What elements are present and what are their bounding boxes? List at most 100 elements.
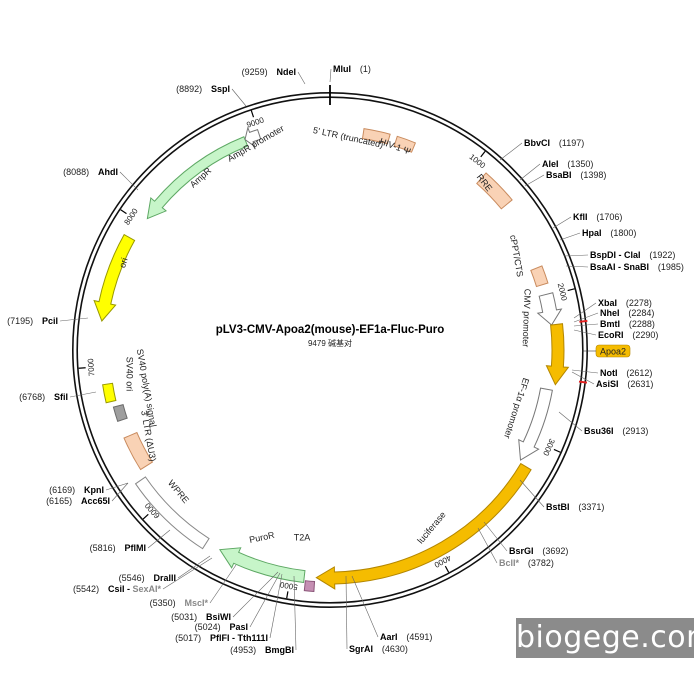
site-leader	[111, 482, 129, 502]
site-leader	[573, 302, 597, 319]
site-name: BmgBI	[265, 645, 294, 655]
site-label: (5031) BsiWI	[171, 607, 231, 624]
site-name: KpnI	[84, 485, 104, 495]
site-position: (1800)	[610, 228, 636, 238]
site-label: (5542) CsiI - SexAI*	[73, 579, 161, 596]
backbone-layer	[71, 85, 589, 609]
tick-label: 7000	[86, 358, 96, 377]
site-leader	[345, 575, 348, 650]
site-leader	[499, 142, 523, 161]
site-position: (1197)	[559, 138, 584, 148]
site-bsu36i[interactable]: Bsu36I (2913)	[558, 411, 648, 438]
site-name: AhdI	[98, 167, 118, 177]
site-mlui[interactable]: MluI (1)	[329, 59, 371, 83]
site-position: (6169)	[49, 485, 75, 495]
site-sfii[interactable]: (6768) SfiI	[19, 387, 97, 404]
site-label: MluI (1)	[333, 59, 371, 76]
site-leader	[563, 254, 589, 257]
site-asisi[interactable]: AsiSI (2631)	[571, 371, 653, 391]
site-name: SspI	[211, 84, 230, 94]
site-pcii[interactable]: (7195) PciI	[7, 311, 89, 328]
site-leader	[231, 88, 247, 107]
site-position: (9259)	[242, 67, 268, 77]
feature-label-cmv: CMV promoter	[521, 289, 533, 348]
site-sgrai[interactable]: SgrAI (4630)	[345, 575, 408, 656]
site-bbvci[interactable]: BbvCI (1197)	[499, 133, 584, 161]
site-position: (2278)	[626, 298, 652, 308]
insert-marker-0	[579, 319, 588, 323]
site-name: CsiI -	[108, 584, 133, 594]
site-bcli[interactable]: BclI* (3782)	[477, 527, 554, 570]
feature-ampprom	[244, 125, 262, 148]
site-leader	[477, 527, 498, 564]
site-bstbi[interactable]: BstBI (3371)	[519, 479, 604, 514]
backbone-inner-circle	[76, 96, 584, 604]
site-leader	[162, 557, 213, 590]
site-bsiwi[interactable]: (5031) BsiWI	[171, 571, 279, 624]
site-label: SgrAI (4630)	[349, 639, 408, 656]
site-ahdi[interactable]: (8088) AhdI	[63, 162, 139, 191]
tick-label: 2000	[556, 282, 569, 302]
site-ecori[interactable]: EcoRI (2290)	[573, 325, 658, 342]
tick-label: 9000	[245, 115, 265, 129]
site-leader	[249, 572, 281, 628]
tick-label: 8000	[122, 206, 140, 226]
feature-ef1a	[518, 387, 553, 461]
site-pflmi[interactable]: (5816) PflMI	[90, 529, 171, 555]
site-sspi[interactable]: (8892) SspI	[176, 79, 247, 107]
feature-ampr	[146, 136, 249, 220]
site-hpai[interactable]: HpaI (1800)	[559, 223, 636, 241]
feature-label-luc: luciferase	[415, 510, 447, 546]
tick-mark	[567, 288, 575, 292]
site-label: BstBI (3371)	[546, 497, 604, 514]
site-alei[interactable]: AleI (1350)	[519, 154, 593, 181]
site-bsabi[interactable]: BsaBI (1398)	[524, 165, 606, 187]
site-pflfi-tth111i[interactable]: (5017) PflFI - Tth111I	[175, 573, 283, 645]
site-ndei[interactable]: (9259) NdeI	[242, 62, 306, 85]
site-bmti[interactable]: BmtI (2288)	[573, 314, 655, 331]
site-leader	[559, 232, 581, 241]
site-xbai[interactable]: XbaI (2278)	[573, 293, 652, 319]
site-name: BsaBI	[546, 170, 572, 180]
site-leader	[209, 564, 237, 604]
site-kpni[interactable]: (6169) KpnI	[49, 480, 129, 497]
site-bmgbi[interactable]: (4953) BmgBI	[230, 575, 297, 657]
site-name: BspDI - ClaI	[590, 250, 641, 260]
site-kfli[interactable]: KflI (1706)	[552, 207, 622, 229]
site-position: (3692)	[542, 546, 568, 556]
site-leader	[119, 171, 139, 191]
site-label: (5816) PflMI	[90, 538, 146, 555]
site-leader	[297, 71, 306, 85]
site-name: BbvCI	[524, 138, 550, 148]
site-draiii[interactable]: (5546) DraIII	[119, 555, 211, 585]
site-name: KflI	[573, 212, 588, 222]
site-label: AleI (1350)	[542, 154, 593, 171]
site-acc65i[interactable]: (6165) Acc65I	[46, 482, 129, 508]
feature-label-ltr5: 5' LTR (truncated)	[312, 125, 384, 150]
site-position: (5542)	[73, 584, 99, 594]
site-noti[interactable]: NotI (2612)	[571, 363, 652, 380]
site-position: (1922)	[649, 250, 675, 260]
site-label: (5350) MscI*	[150, 593, 209, 610]
feature-luc	[315, 462, 532, 590]
site-name: DraIII	[153, 573, 176, 583]
site-bsaai-snabi[interactable]: BsaAI - SnaBI (1985)	[565, 257, 684, 274]
feature-ori	[93, 233, 136, 322]
site-nhei[interactable]: NheI (2284)	[573, 303, 654, 323]
site-leader	[558, 411, 583, 432]
site-label: BmtI (2288)	[600, 314, 655, 331]
site-msci[interactable]: (5350) MscI*	[150, 564, 237, 610]
site-label: (5017) PflFI - Tth111I	[175, 628, 268, 645]
site-position: (7195)	[7, 316, 33, 326]
insert-marker-1	[578, 380, 588, 384]
site-bsrgi[interactable]: BsrGI (3692)	[483, 521, 568, 558]
site-bspdi-clai[interactable]: BspDI - ClaI (1922)	[563, 245, 675, 262]
site-label: BsaBI (1398)	[546, 165, 606, 182]
site-pasi[interactable]: (5024) PasI	[195, 572, 281, 634]
site-label: (8088) AhdI	[63, 162, 118, 179]
site-csii[interactable]: (5542) CsiI - SexAI*	[73, 557, 213, 596]
tick-mark	[78, 367, 86, 369]
site-aari[interactable]: AarI (4591)	[351, 575, 432, 644]
watermark-logo: biogege.com	[516, 618, 700, 658]
